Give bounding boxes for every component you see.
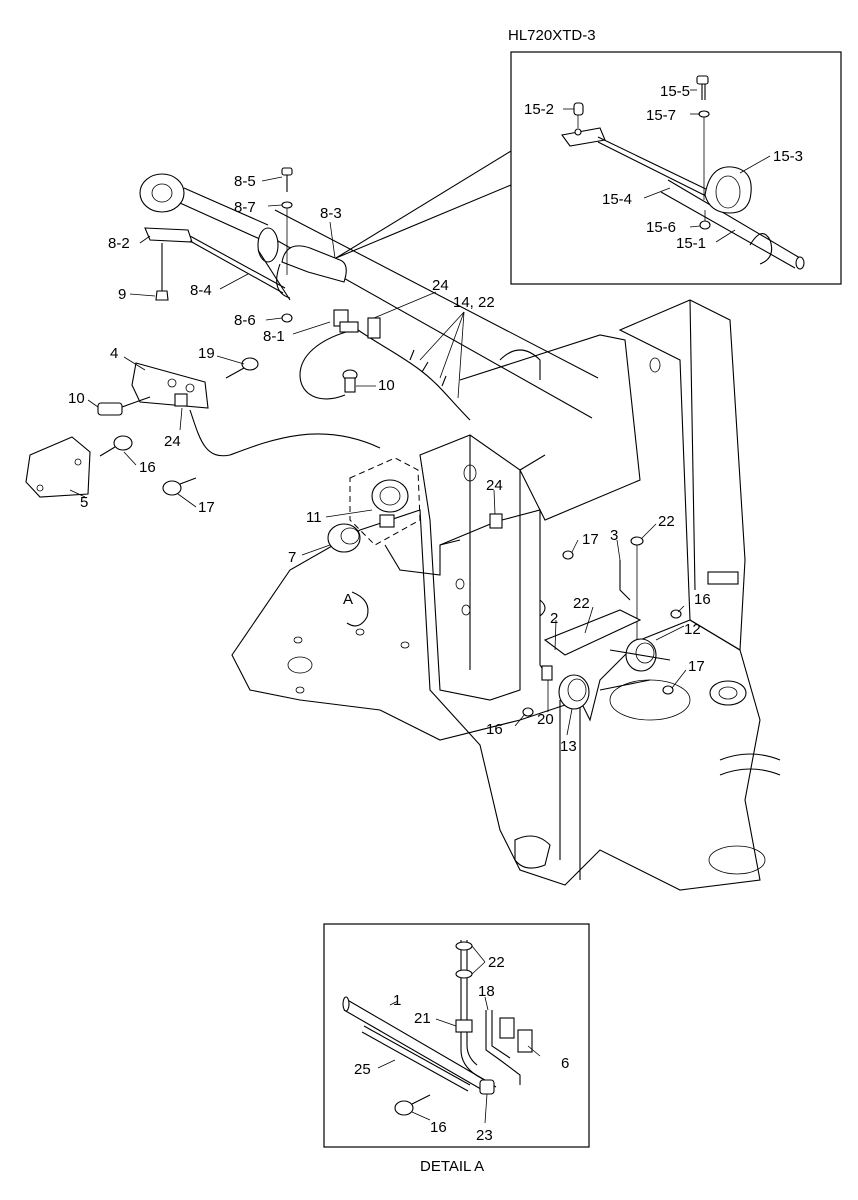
label-7: 7	[288, 549, 296, 566]
label-13: 13	[560, 738, 577, 755]
label-16-lower: 16	[486, 721, 503, 738]
detail-a-caption: DETAIL A	[420, 1158, 484, 1175]
detail-a-frame	[323, 923, 590, 1148]
label-16-right: 16	[694, 591, 711, 608]
label-8-7: 8-7	[234, 199, 256, 216]
label-20: 20	[537, 711, 554, 728]
label-25: 25	[354, 1061, 371, 1078]
label-21: 21	[414, 1010, 431, 1027]
label-8-3: 8-3	[320, 205, 342, 222]
label-6: 6	[561, 1055, 569, 1072]
machine-frame	[231, 299, 781, 891]
label-17-left: 17	[198, 499, 215, 516]
model-title: HL720XTD-3	[508, 27, 596, 44]
label-10-left: 10	[68, 390, 85, 407]
label-22-right: 22	[658, 513, 675, 530]
detail-a-marker: A	[343, 591, 369, 627]
label-17-mid: 17	[582, 531, 599, 548]
label-8-6: 8-6	[234, 312, 256, 329]
label-15-7: 15-7	[646, 107, 676, 124]
label-19: 19	[198, 345, 215, 362]
label-17-right: 17	[688, 658, 705, 675]
label-8-1: 8-1	[263, 328, 285, 345]
label-1: 1	[393, 992, 401, 1009]
label-5: 5	[80, 494, 88, 511]
label-15-6: 15-6	[646, 219, 676, 236]
label-24-upper: 24	[432, 277, 449, 294]
label-22-detail: 22	[488, 954, 505, 971]
sensor-assembly	[327, 457, 644, 640]
label-4: 4	[110, 345, 118, 362]
label-16-left: 16	[139, 459, 156, 476]
label-16-detail: 16	[430, 1119, 447, 1136]
inset-detail-15: 15-5 15-2 15-7 15-3 15-4 15-6 15-1	[335, 51, 842, 285]
inset-frame	[510, 51, 842, 285]
lamp-assembly	[522, 599, 682, 717]
label-24-mid: 24	[486, 477, 503, 494]
label-9: 9	[118, 286, 126, 303]
label-18: 18	[478, 983, 495, 1000]
label-8-2: 8-2	[108, 235, 130, 252]
harness-upper	[299, 317, 471, 421]
bracket-4-group	[25, 357, 381, 498]
label-15-5: 15-5	[660, 83, 690, 100]
label-14-22: 14, 22	[453, 294, 495, 311]
detail-marker-letter: A	[343, 591, 353, 608]
clamp-15-3	[704, 166, 752, 214]
boom-cylinder	[139, 167, 599, 419]
label-10-upper: 10	[378, 377, 395, 394]
label-3: 3	[610, 527, 618, 544]
label-8-4: 8-4	[190, 282, 212, 299]
label-12: 12	[684, 621, 701, 638]
pipe-15-1	[660, 179, 805, 270]
label-15-3: 15-3	[773, 148, 803, 165]
label-24-left: 24	[164, 433, 181, 450]
label-15-4: 15-4	[602, 191, 632, 208]
label-22-mid: 22	[573, 595, 590, 612]
label-8-5: 8-5	[234, 173, 256, 190]
label-2: 2	[550, 610, 558, 627]
detail-a: 22 1 18 21 6 25 16 23	[323, 923, 590, 1148]
label-15-1: 15-1	[676, 235, 706, 252]
label-23: 23	[476, 1127, 493, 1144]
label-11: 11	[306, 509, 322, 526]
label-15-2: 15-2	[524, 101, 554, 118]
